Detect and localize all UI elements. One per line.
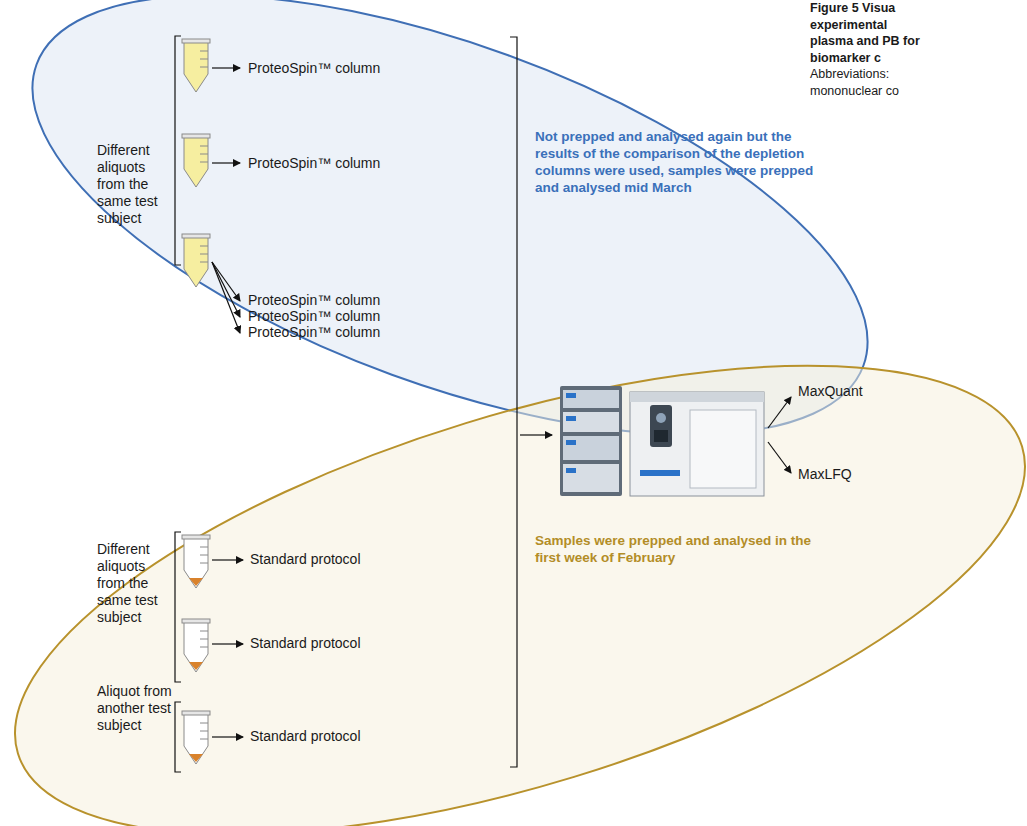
- tube-group: [182, 39, 210, 764]
- sample-note: Aliquot from another test subject: [97, 683, 177, 734]
- method-label: Standard protocol: [250, 635, 361, 652]
- sample-tube: [182, 619, 210, 672]
- region-ellipse: Samples were prepped and analysed in the…: [0, 320, 1027, 826]
- method-label: ProteoSpin™ column: [248, 60, 380, 77]
- sample-tube: [182, 39, 210, 92]
- sample-note: Different aliquots from the same test su…: [97, 142, 177, 227]
- method-label: ProteoSpin™ column: [248, 324, 380, 341]
- software-label: MaxLFQ: [798, 466, 852, 483]
- sample-tube: [182, 711, 210, 764]
- sample-tube: [182, 535, 210, 588]
- region-note: Not prepped and analysed again but the r…: [535, 128, 820, 196]
- sample-note: Different aliquots from the same test su…: [97, 541, 177, 626]
- method-label: ProteoSpin™ column: [248, 308, 380, 325]
- method-label: Standard protocol: [250, 551, 361, 568]
- sample-tube: [182, 234, 210, 287]
- mass-spectrometer: [560, 386, 764, 496]
- arrows: [212, 68, 791, 737]
- brackets: [175, 36, 517, 772]
- figure-caption: Figure 5 Visua experimental plasma and P…: [810, 0, 922, 66]
- software-label: MaxQuant: [798, 383, 863, 400]
- region-note: Samples were prepped and analysed in the…: [535, 532, 820, 566]
- method-label: ProteoSpin™ column: [248, 292, 380, 309]
- abbreviation-note: Abbreviations: mononuclear co: [810, 66, 922, 99]
- method-label: Standard protocol: [250, 728, 361, 745]
- sample-tube: [182, 134, 210, 187]
- method-label: ProteoSpin™ column: [248, 155, 380, 172]
